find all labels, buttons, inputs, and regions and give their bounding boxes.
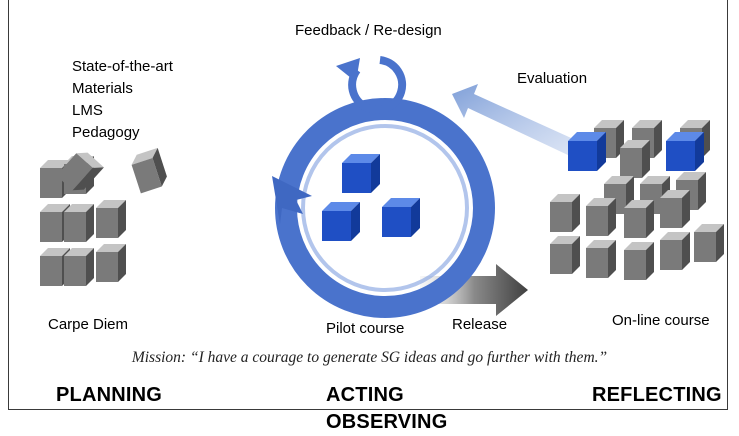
planning-input-item: Pedagogy	[72, 124, 140, 141]
release-label: Release	[452, 316, 508, 333]
diagram-frame	[8, 0, 728, 410]
pilot-course-label: Pilot course	[326, 320, 405, 337]
planning-inputs-list: State-of-the-art Materials LMS Pedagogy	[72, 56, 173, 144]
planning-input-item: State-of-the-art	[72, 58, 173, 75]
mission-statement: Mission: “I have a courage to generate S…	[131, 349, 608, 366]
carpe-diem-label: Carpe Diem	[48, 316, 129, 333]
planning-input-item: LMS	[72, 102, 103, 119]
phase-acting: ACTING	[326, 384, 404, 406]
phase-reflecting: REFLECTING	[592, 384, 722, 406]
cycle-ring	[272, 98, 495, 318]
pilot-cubes	[322, 154, 420, 241]
feedback-loop-icon	[336, 56, 407, 114]
carpe-diem-cubes	[40, 147, 170, 286]
evaluation-label: Evaluation	[517, 70, 588, 87]
evaluation-arrow	[452, 84, 580, 156]
online-course-cubes	[550, 120, 724, 280]
online-course-label: On-line course	[612, 312, 710, 329]
planning-input-item: Materials	[72, 80, 133, 97]
phase-planning: PLANNING	[56, 384, 163, 406]
cycle-arrowhead	[272, 176, 312, 224]
feedback-redesign-label: Feedback / Re-design	[295, 22, 442, 39]
phase-observing: OBSERVING	[326, 411, 448, 433]
